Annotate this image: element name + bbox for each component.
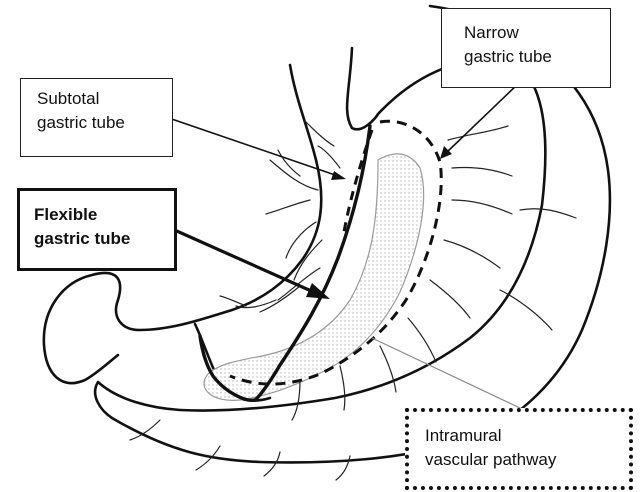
narrow-leader: [446, 82, 520, 153]
subtotal-label-line-2: gastric tube: [37, 111, 172, 135]
subtotal-arrowhead: [331, 171, 346, 180]
flexible-label-line-2: gastric tube: [34, 227, 174, 251]
narrow-label-line-1: Narrow: [464, 21, 610, 45]
narrow-label-line-2: gastric tube: [464, 45, 610, 69]
flexible-leader: [170, 228, 318, 294]
flexible-gastric-tube-label: Flexible gastric tube: [17, 188, 177, 271]
intramural-label-line-1: Intramural: [425, 424, 629, 448]
flexible-label-line-1: Flexible: [34, 203, 174, 227]
subtotal-gastric-tube-label: Subtotal gastric tube: [20, 78, 173, 157]
intramural-label-line-2: vascular pathway: [425, 448, 629, 472]
intramural-leader: [372, 338, 520, 408]
intramural-vascular-pathway: [204, 154, 424, 400]
subtotal-label-line-1: Subtotal: [37, 87, 172, 111]
narrow-gastric-tube-label: Narrow gastric tube: [441, 8, 611, 88]
intramural-vascular-pathway-label: Intramural vascular pathway: [405, 408, 633, 490]
